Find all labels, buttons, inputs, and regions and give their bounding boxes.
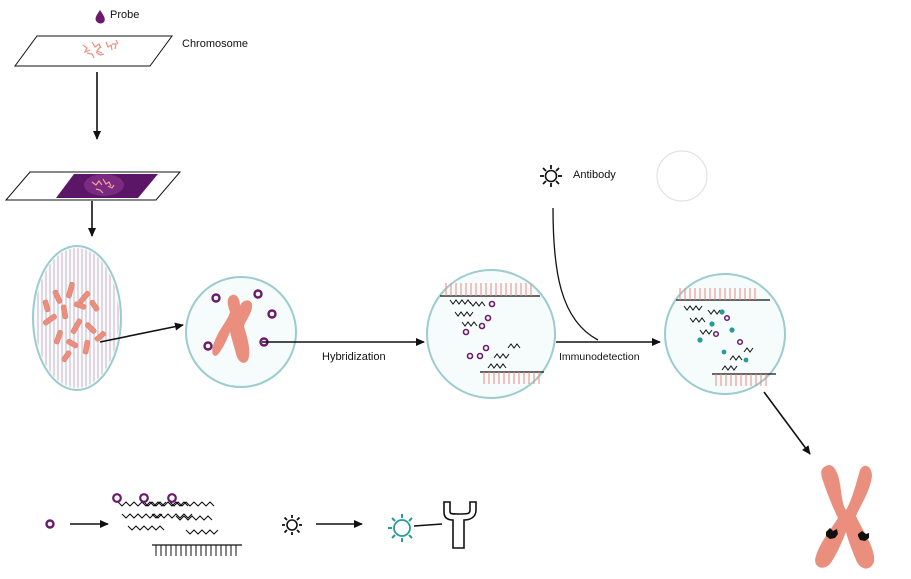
hybridization-label: Hybridization (322, 351, 386, 363)
slide-top (14, 35, 173, 67)
chromosome-label: Chromosome (182, 38, 249, 50)
chromosome-single (212, 294, 253, 363)
signal-spot-left (826, 528, 838, 539)
probe-chromosome-view (185, 276, 297, 388)
legend-hybridized-probes (112, 493, 242, 556)
legend-teal-antibody-icon (388, 514, 443, 542)
legend-probe-dot (45, 519, 55, 529)
legend-antibody-sun-icon (282, 515, 302, 535)
chromosome-spread-top (82, 39, 119, 59)
hybridization-detail-view (426, 269, 556, 399)
probe-drop-icon (95, 10, 105, 24)
probe-label: Probe (110, 9, 140, 21)
antibody-sun-icon (540, 165, 562, 187)
antibody-label: Antibody (573, 169, 616, 181)
immunodetection-label: Immunodetection (559, 351, 640, 363)
signal-spot-right (858, 531, 869, 541)
metaphase-spread-view (32, 245, 122, 391)
y-antibody-icon (443, 501, 477, 549)
probe-spot (84, 174, 124, 196)
immunodetection-detail-view (664, 273, 786, 395)
final-labeled-chromosome (815, 464, 875, 569)
chromosome-spread-purple (91, 178, 115, 194)
empty-circle (656, 150, 708, 202)
antibody-path-curve (552, 207, 599, 341)
arrow-to-single-chromosome (99, 322, 184, 343)
arrow-to-final-chromosome (763, 391, 811, 455)
